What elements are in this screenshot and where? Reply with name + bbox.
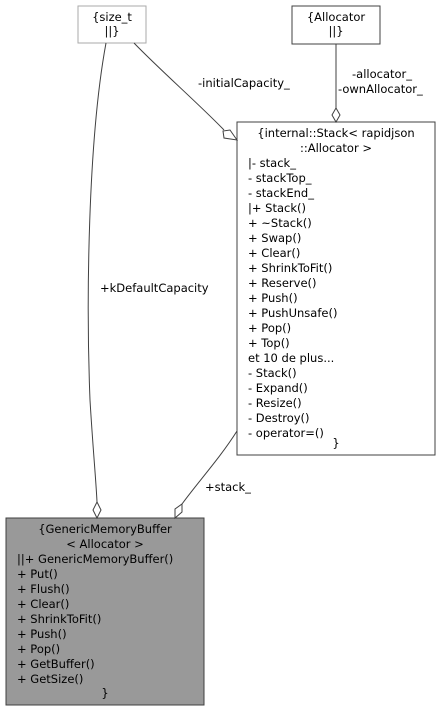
stack-title: {internal::Stack< rapidjson xyxy=(257,126,414,140)
generic-memory-buffer-box xyxy=(5,517,205,706)
generic-method: + Put() xyxy=(17,567,58,581)
size-t-box xyxy=(77,5,147,44)
stack-more: et 10 de plus... xyxy=(248,351,334,365)
stack-method: - Destroy() xyxy=(248,411,310,425)
stack-member: |- stack_ xyxy=(248,156,296,170)
generic-method: + Push() xyxy=(17,627,67,641)
aggregation-diamond xyxy=(92,500,102,520)
generic-method: ||+ GenericMemoryBuffer() xyxy=(17,552,173,566)
stack-method: + Reserve() xyxy=(248,276,317,290)
stack-method: + Top() xyxy=(248,336,290,350)
aggregation-diamond xyxy=(222,129,239,141)
allocator-node[interactable]: {Allocator ||} xyxy=(291,5,381,45)
generic-method: + GetSize() xyxy=(17,672,83,686)
allocator-body: ||} xyxy=(328,24,343,38)
generic-title: {GenericMemoryBuffer xyxy=(38,522,172,536)
stack-method: + Clear() xyxy=(248,246,300,260)
aggregation-diamond xyxy=(174,503,183,520)
edge-stack-label: +stack_ xyxy=(205,480,251,494)
generic-title-2: < Allocator > xyxy=(66,537,144,551)
generic-method: + Flush() xyxy=(17,582,70,596)
stack-method: + Swap() xyxy=(248,231,301,245)
stack-node[interactable]: {internal::Stack< rapidjson ::Allocator … xyxy=(236,121,436,456)
stack-method: + ~Stack() xyxy=(248,216,312,230)
stack-method: - Expand() xyxy=(248,381,308,395)
stack-method: - Resize() xyxy=(248,396,302,410)
stack-title-2: ::Allocator > xyxy=(300,141,372,155)
edge-initial-capacity-line xyxy=(133,42,225,131)
edge-default-capacity-label: +kDefaultCapacity xyxy=(100,281,209,295)
stack-method: + PushUnsafe() xyxy=(248,306,337,320)
stack-member: - stackEnd_ xyxy=(248,186,314,200)
edge-default-capacity-line xyxy=(87,42,107,503)
stack-method: + Push() xyxy=(248,291,298,305)
edge-initial-capacity-label: -initialCapacity_ xyxy=(198,76,290,90)
allocator-title: {Allocator xyxy=(307,10,366,24)
edge-stack-line xyxy=(181,430,238,505)
size-t-body: ||} xyxy=(104,24,119,38)
edge-initial-capacity: -initialCapacity_ xyxy=(133,42,290,141)
edge-allocator: -allocator_ -ownAllocator_ xyxy=(331,44,423,124)
edge-allocator-label: -allocator_ xyxy=(352,67,412,81)
aggregation-diamond xyxy=(331,106,341,124)
generic-close: } xyxy=(101,686,108,700)
size-t-title: {size_t xyxy=(92,10,132,24)
edge-own-allocator-label: -ownAllocator_ xyxy=(338,82,423,96)
allocator-box xyxy=(291,5,381,45)
generic-method: + GetBuffer() xyxy=(17,657,95,671)
generic-method: + ShrinkToFit() xyxy=(17,612,101,626)
size-t-node[interactable]: {size_t ||} xyxy=(77,5,147,44)
stack-close: } xyxy=(332,436,339,450)
generic-method: + Clear() xyxy=(17,597,69,611)
edge-stack: +stack_ xyxy=(174,430,251,520)
stack-method: - Stack() xyxy=(248,366,297,380)
stack-method: + ShrinkToFit() xyxy=(248,261,332,275)
generic-memory-buffer-node[interactable]: {GenericMemoryBuffer < Allocator > ||+ G… xyxy=(5,517,205,706)
stack-method: - operator=() xyxy=(248,426,324,440)
stack-method: |+ Stack() xyxy=(248,201,306,215)
generic-method: + Pop() xyxy=(17,642,60,656)
edge-default-capacity: +kDefaultCapacity xyxy=(87,42,209,520)
stack-member: - stackTop_ xyxy=(248,171,312,185)
stack-method: + Pop() xyxy=(248,321,291,335)
